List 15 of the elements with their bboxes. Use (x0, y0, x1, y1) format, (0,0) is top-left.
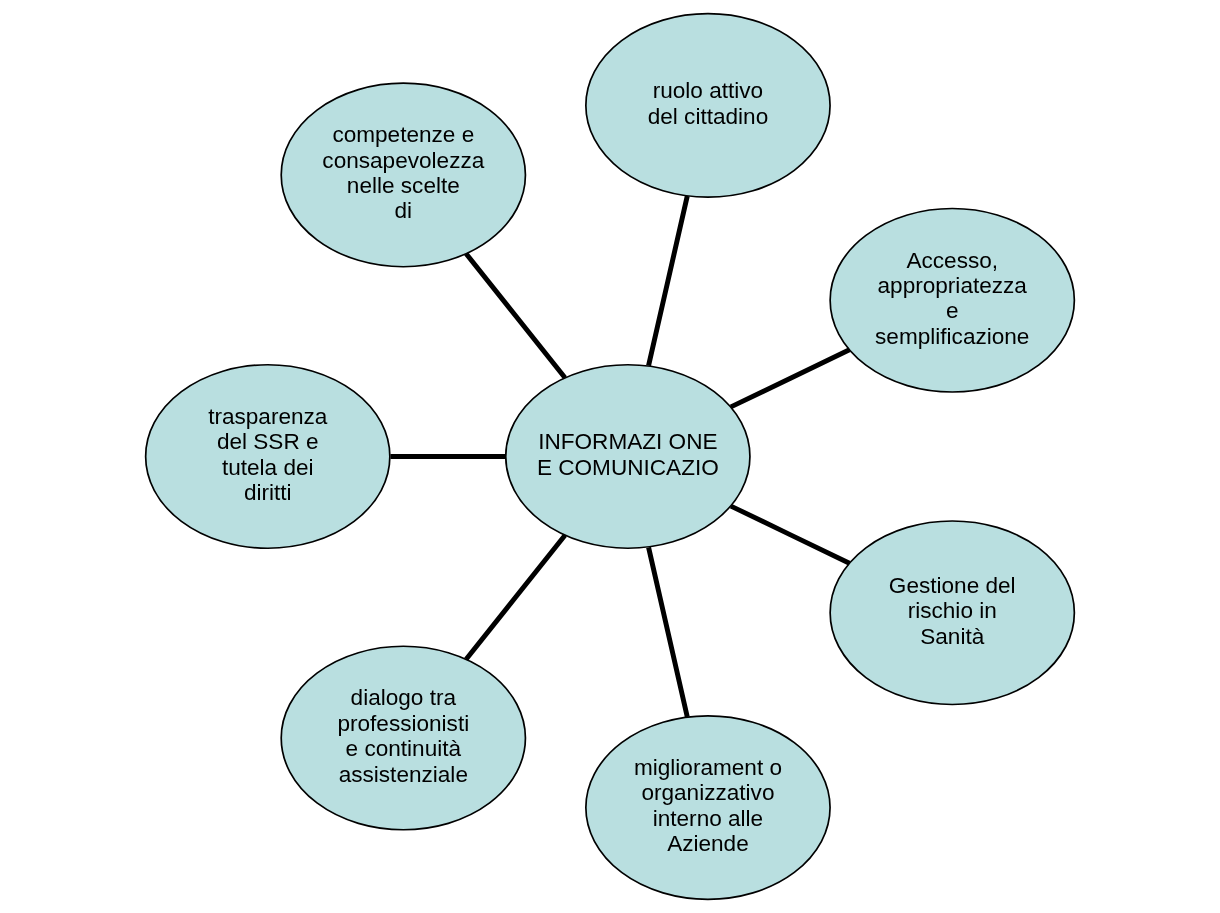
node-ellipse: Gestione del rischio in Sanità (829, 520, 1076, 706)
connector (729, 347, 851, 410)
connector (464, 533, 567, 661)
connector (729, 503, 851, 566)
connector (646, 195, 690, 367)
node-ellipse: dialogo tra professionisti e continuità assistenziale (280, 645, 527, 831)
node-ellipse: INFORMAZI ONE E COMUNICAZIO (504, 363, 751, 550)
node-ellipse: competenze e consapevolezza nelle scelte di (280, 82, 527, 268)
node-ellipse: trasparenza del SSR e tutela dei diritti (144, 363, 391, 550)
connector (390, 454, 506, 459)
node-ellipse: Accesso, appropriatezza e semplificazione (829, 207, 1076, 393)
node-ellipse: ruolo attivo del cittadino (585, 12, 831, 199)
node-ellipse: migliorament o organizzativo interno alle Aziende (585, 714, 831, 901)
connector (646, 546, 690, 718)
connector (464, 252, 567, 380)
